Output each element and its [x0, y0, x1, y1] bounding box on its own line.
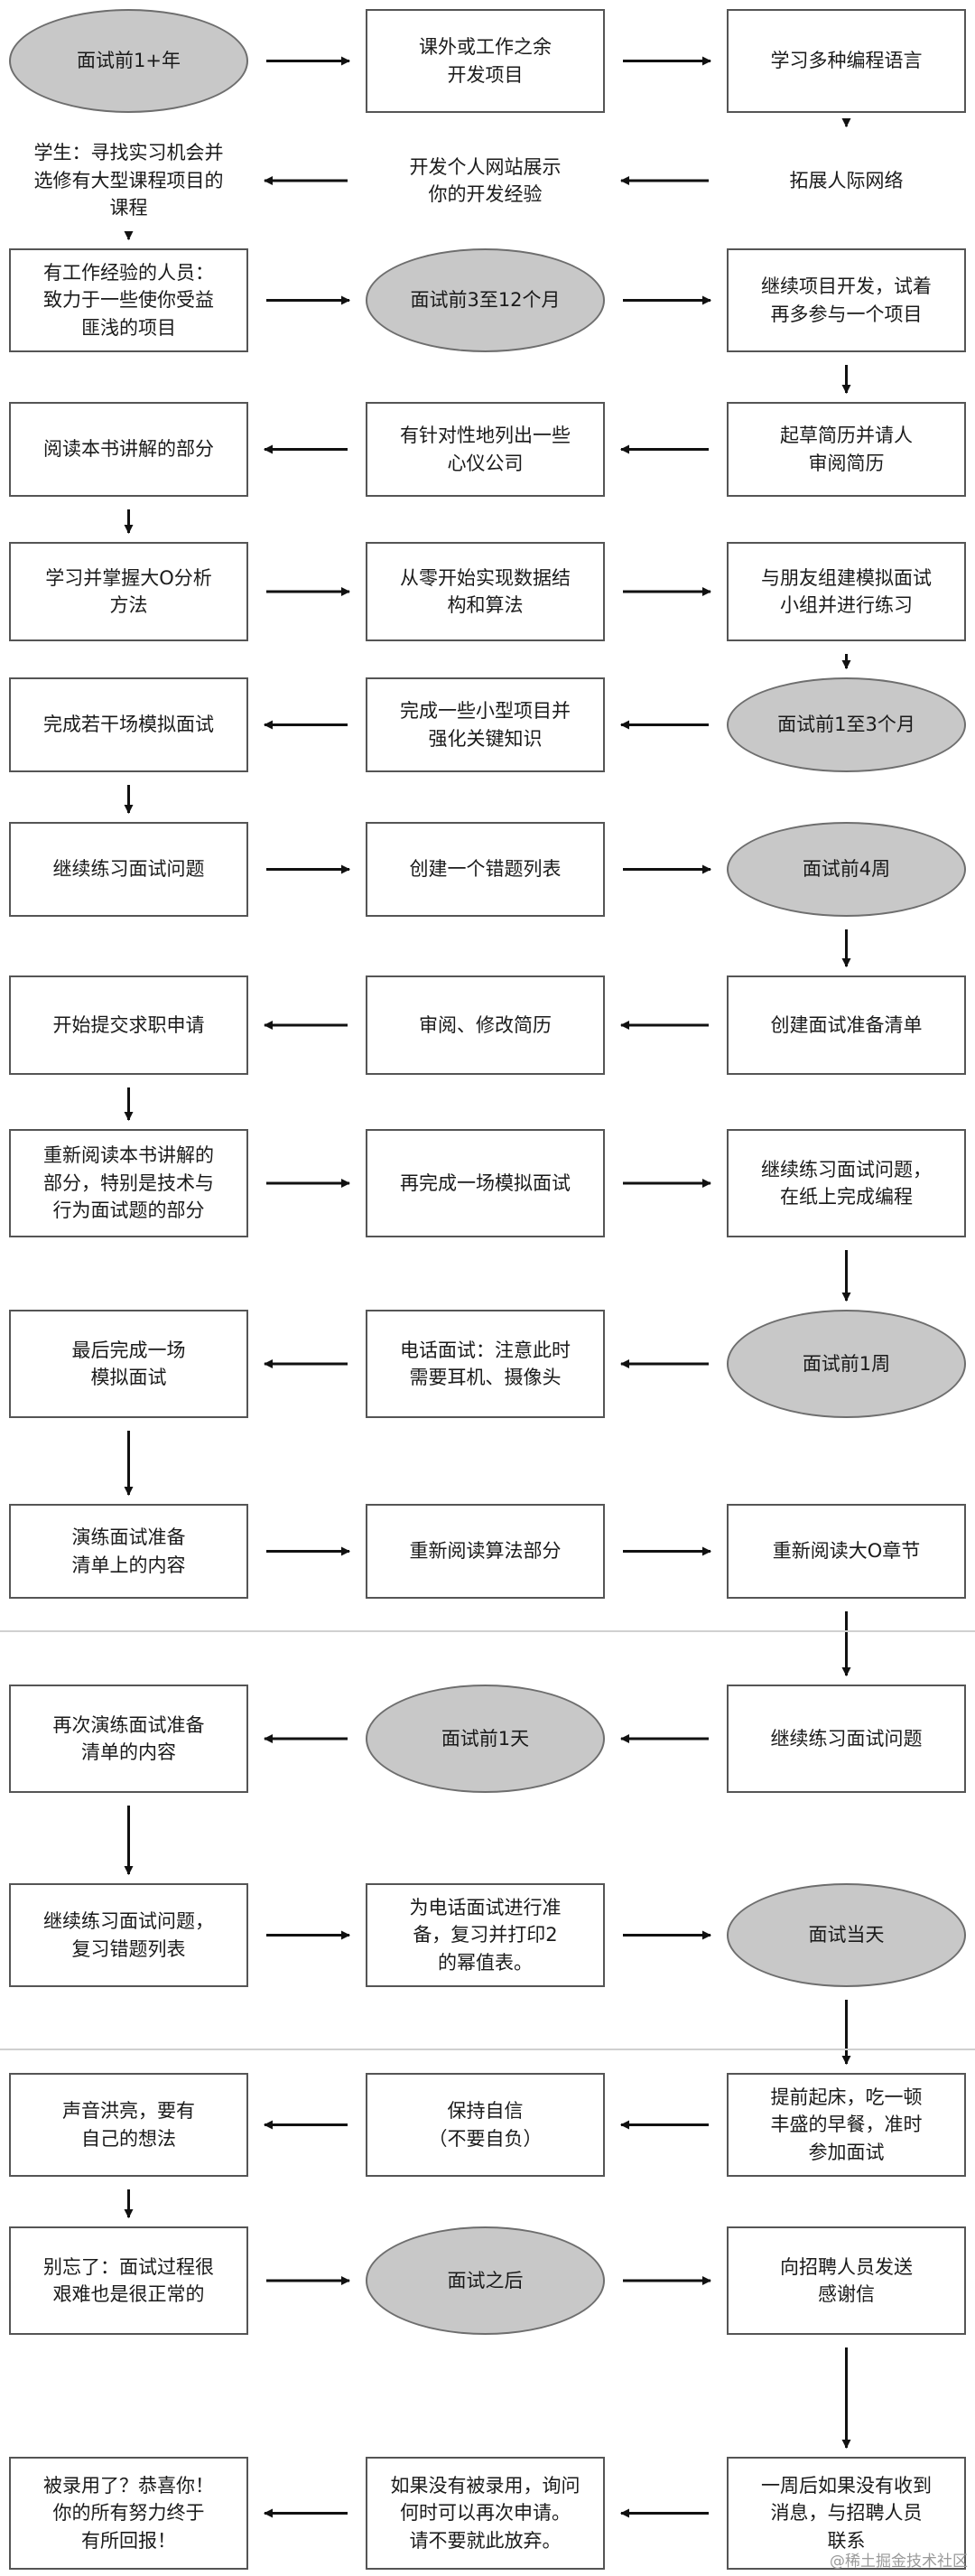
flow-node-22: 开始提交求职申请: [9, 975, 248, 1075]
flow-node-43: 别忘了：面试过程很 艰难也是很正常的: [9, 2226, 248, 2335]
flow-node-21: 面试前4周: [727, 822, 966, 917]
flow-node-16: 完成若干场模拟面试: [9, 677, 248, 772]
flow-node-3: 学习多种编程语言: [727, 9, 966, 113]
flow-node-2: 课外或工作之余 开发项目: [366, 9, 605, 113]
flow-node-47: 如果没有被录用，询问 何时可以再次申请。 请不要就此放弃。: [366, 2457, 605, 2570]
flow-node-23: 审阅、修改简历: [366, 975, 605, 1075]
flow-node-1: 面试前1+年: [9, 9, 248, 113]
flow-node-30: 面试前1周: [727, 1310, 966, 1418]
flow-node-38: 为电话面试进行准 备，复习并打印2 的幂值表。: [366, 1883, 605, 1987]
flow-node-39: 面试当天: [727, 1883, 966, 1987]
flow-node-36: 继续练习面试问题: [727, 1685, 966, 1793]
flow-node-37: 继续练习面试问题， 复习错题列表: [9, 1883, 248, 1987]
flow-node-44: 面试之后: [366, 2226, 605, 2335]
flow-node-25: 重新阅读本书讲解的 部分，特别是技术与 行为面试题的部分: [9, 1129, 248, 1237]
flow-node-7: 有工作经验的人员： 致力于一些使你受益 匪浅的项目: [9, 248, 248, 352]
flow-node-14: 从零开始实现数据结 构和算法: [366, 542, 605, 641]
flow-node-27: 继续练习面试问题， 在纸上完成编程: [727, 1129, 966, 1237]
flow-node-20: 创建一个错题列表: [366, 822, 605, 917]
flow-node-41: 保持自信 （不要自负）: [366, 2073, 605, 2177]
flow-node-48: 一周后如果没有收到 消息，与招聘人员 联系: [727, 2457, 966, 2570]
flow-node-35: 面试前1天: [366, 1685, 605, 1793]
flow-node-10: 阅读本书讲解的部分: [9, 402, 248, 497]
flow-node-28: 最后完成一场 模拟面试: [9, 1310, 248, 1418]
flow-node-17: 完成一些小型项目并 强化关键知识: [366, 677, 605, 772]
flow-node-29: 电话面试：注意此时 需要耳机、摄像头: [366, 1310, 605, 1418]
flow-node-12: 起草简历并请人 审阅简历: [727, 402, 966, 497]
flow-node-9: 继续项目开发，试着 再多参与一个项目: [727, 248, 966, 352]
divider-line: [0, 2049, 975, 2050]
flow-node-18: 面试前1至3个月: [727, 677, 966, 772]
flow-node-8: 面试前3至12个月: [366, 248, 605, 352]
divider-line: [0, 1630, 975, 1632]
flow-node-6: 拓展人际网络: [789, 169, 904, 191]
flow-node-46: 被录用了？恭喜你！ 你的所有努力终于 有所回报！: [9, 2457, 248, 2570]
flow-node-32: 重新阅读算法部分: [366, 1504, 605, 1599]
flow-node-5: 开发个人网站展示 你的开发经验: [409, 155, 562, 205]
flow-node-33: 重新阅读大O章节: [727, 1504, 966, 1599]
watermark: @稀土掘金技术社区: [830, 2553, 968, 2571]
flow-node-45: 向招聘人员发送 感谢信: [727, 2226, 966, 2335]
flow-node-24: 创建面试准备清单: [727, 975, 966, 1075]
flow-node-15: 与朋友组建模拟面试 小组并进行练习: [727, 542, 966, 641]
flow-node-4: 学生：寻找实习机会并 选修有大型课程项目的 课程: [33, 142, 224, 219]
flow-node-42: 提前起床，吃一顿 丰盛的早餐，准时 参加面试: [727, 2073, 966, 2177]
flow-node-19: 继续练习面试问题: [9, 822, 248, 917]
flow-node-13: 学习并掌握大O分析 方法: [9, 542, 248, 641]
flow-node-34: 再次演练面试准备 清单的内容: [9, 1685, 248, 1793]
flow-node-40: 声音洪亮，要有 自己的想法: [9, 2073, 248, 2177]
flow-node-26: 再完成一场模拟面试: [366, 1129, 605, 1237]
flow-node-11: 有针对性地列出一些 心仪公司: [366, 402, 605, 497]
flow-node-31: 演练面试准备 清单上的内容: [9, 1504, 248, 1599]
